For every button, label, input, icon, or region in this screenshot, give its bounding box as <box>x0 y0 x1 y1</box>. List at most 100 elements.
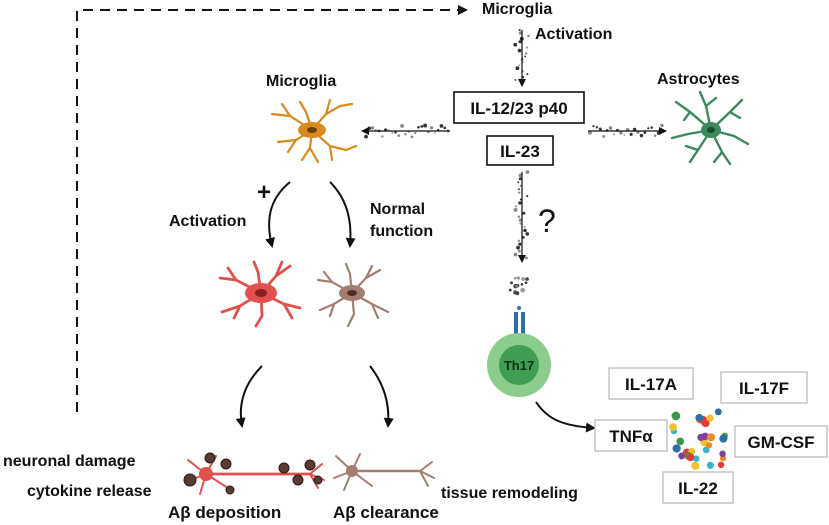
il17f-box <box>720 371 808 404</box>
secretion-dot <box>608 126 613 130</box>
abeta-clearance-label: Aβ clearance <box>333 503 439 522</box>
clearance-curved-arrow <box>369 365 394 428</box>
secretion-dot <box>527 34 530 38</box>
th17-cell <box>487 333 551 397</box>
ligand-dot <box>516 276 521 280</box>
secretion-dot <box>656 131 661 135</box>
secretion-dot <box>632 127 637 132</box>
secretion-dot <box>629 132 633 136</box>
th17-label: Th17 <box>504 358 534 373</box>
secretion-dot <box>433 131 436 134</box>
gmcsf-box <box>734 425 828 458</box>
neuronal-damage-label: neuronal damage <box>3 453 136 470</box>
cytokine-dot <box>705 442 713 449</box>
cytokine-dot <box>692 455 700 462</box>
ligand-dot <box>524 281 528 285</box>
secretion-dot <box>517 181 520 184</box>
secretion-dot <box>514 79 517 81</box>
normal-function-line2: function <box>370 223 433 240</box>
cytokine-dot <box>686 453 695 462</box>
secretion-dot <box>367 126 371 130</box>
secretion-dot <box>524 55 527 58</box>
cytokine-dot <box>714 408 722 416</box>
secretion-dot <box>518 242 522 246</box>
secretion-dot <box>525 232 530 236</box>
secretion-dot <box>423 123 427 128</box>
secretion-dot <box>660 123 664 128</box>
cytokine-dot <box>671 411 681 421</box>
secretion-dot <box>523 228 527 233</box>
secretion-dot <box>522 211 526 215</box>
il23-label: IL-23 <box>500 142 540 161</box>
ligand-dot <box>513 276 517 280</box>
il23-receptor <box>514 306 525 334</box>
ligand-dot <box>508 288 512 292</box>
secretion-dot <box>410 135 414 139</box>
secretion-dot <box>519 222 522 225</box>
secretion-dot <box>517 215 521 218</box>
amyloid-plaques <box>183 452 323 495</box>
cytokine-dot <box>701 419 710 428</box>
cytokine-dot <box>672 444 681 453</box>
secretion-dot <box>417 125 420 129</box>
tissue-remodeling-label: tissue remodeling <box>441 485 578 502</box>
top-microglia-label: Microglia <box>482 1 552 18</box>
secretion-dot <box>602 135 606 138</box>
ligand-dot <box>515 285 518 288</box>
secretion-dot <box>526 46 529 49</box>
secretion-dot <box>525 170 530 174</box>
secretion-dot <box>526 195 529 198</box>
secretion-dot <box>518 40 522 44</box>
secretion-dot <box>515 205 518 208</box>
secretion-dot <box>414 131 417 135</box>
secretion-dot <box>518 188 520 191</box>
secretion-dot <box>643 131 647 135</box>
cytokine-release-label: cytokine release <box>27 483 152 500</box>
il17a-box <box>608 367 694 400</box>
secretion-dot <box>518 218 523 222</box>
secretion-dot <box>519 184 522 187</box>
secretion-dot <box>400 124 404 128</box>
secretion-dot <box>517 249 521 253</box>
tnfa-label: TNFα <box>609 427 653 446</box>
secretion-dot <box>619 131 623 135</box>
cytokine-dot <box>719 434 728 443</box>
abeta-deposition-label: Aβ deposition <box>168 503 281 522</box>
tnfa-box <box>594 419 668 452</box>
normal-curved-arrow <box>329 181 356 248</box>
activation-label: Activation <box>169 213 246 230</box>
ligand-dot <box>513 290 518 295</box>
gmcsf-label: GM-CSF <box>747 433 814 452</box>
il23-box <box>486 135 554 166</box>
secretion-dot <box>518 177 522 181</box>
microglia-cell <box>270 98 358 164</box>
secretion-dot <box>404 133 407 136</box>
cytokine-dot <box>706 433 715 442</box>
deposition-curved-arrow <box>235 365 263 428</box>
cytokine-dot <box>719 450 726 458</box>
secretion-dot <box>513 42 518 47</box>
secretion-dot <box>516 245 520 250</box>
ligand-dot <box>520 287 525 293</box>
ligand-dot <box>510 281 514 285</box>
secretion-dot <box>526 73 529 76</box>
secretion-dot <box>439 124 444 128</box>
activated-microglia-cell <box>218 260 302 328</box>
secretion-dot <box>647 127 650 130</box>
normal-function-line1: Normal <box>370 201 425 218</box>
secretion-dot <box>420 125 424 128</box>
secretion-dot <box>517 239 520 242</box>
right-secretion-dots <box>588 123 664 138</box>
secretion-dot <box>518 64 521 67</box>
secretion-dot <box>513 207 518 212</box>
secretion-dot <box>592 125 595 128</box>
secretion-dot <box>517 48 522 53</box>
secretion-dot <box>443 126 447 130</box>
secretion-dot <box>518 191 521 194</box>
ligand-cluster <box>508 276 529 296</box>
secretion-dot <box>364 134 368 139</box>
il22-box <box>662 471 734 504</box>
secretion-dot <box>613 133 615 136</box>
